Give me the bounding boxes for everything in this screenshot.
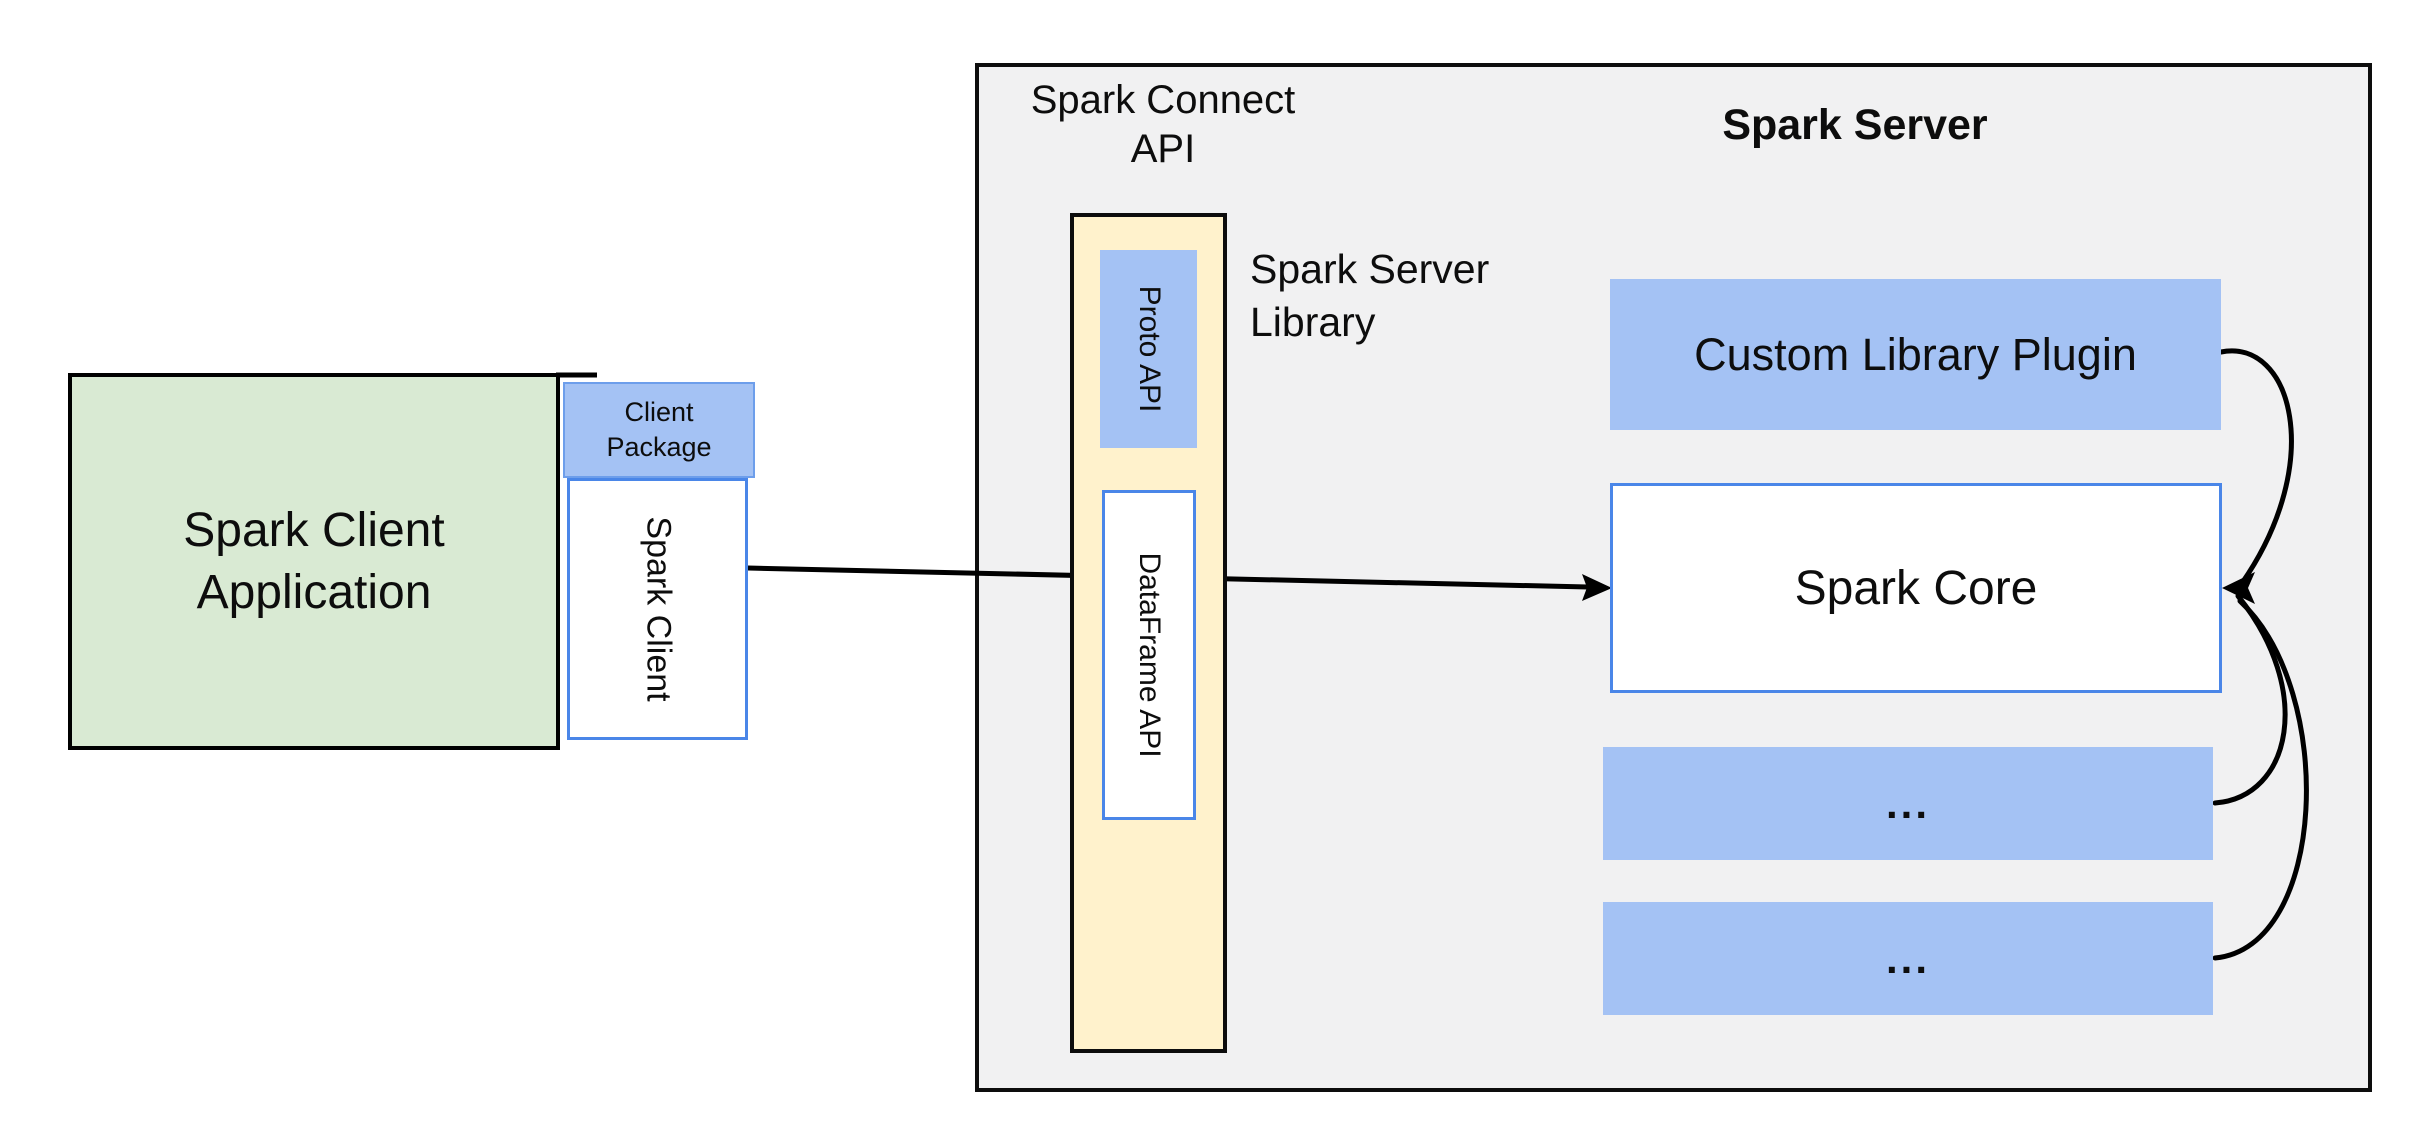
spark-client-application-box: Spark Client Application (68, 373, 560, 750)
spark-core-label: Spark Core (1794, 561, 2038, 615)
plugin-slot-2-box: ... (1603, 902, 2213, 1015)
client-package-label: Client Package (606, 397, 712, 462)
proto-api-label: Proto API (1133, 285, 1166, 413)
spark-client-label: Spark Client (639, 516, 678, 702)
spark-server-title: Spark Server (1722, 101, 1988, 149)
proto-api-box (1100, 250, 1197, 448)
custom-library-plugin-box: Custom Library Plugin (1610, 279, 2221, 430)
dataframe-api-box (1102, 490, 1196, 820)
plugin-slot-2-label: ... (1885, 934, 1930, 982)
client-package-box: Client Package (563, 382, 755, 478)
custom-library-plugin-label: Custom Library Plugin (1694, 328, 2137, 380)
plugin-slot-1-label: ... (1885, 779, 1930, 827)
spark-client-box (567, 478, 748, 740)
spark-client-application-label: Spark Client Application (183, 503, 445, 619)
spark-core-box: Spark Core (1610, 483, 2222, 693)
plugin-slot-1-box: ... (1603, 747, 2213, 860)
spark-server-library-label: Spark Server Library (1250, 246, 1490, 345)
spark-connect-api-label: Spark Connect API (1030, 78, 1296, 171)
dataframe-api-label: DataFrame API (1133, 552, 1166, 758)
